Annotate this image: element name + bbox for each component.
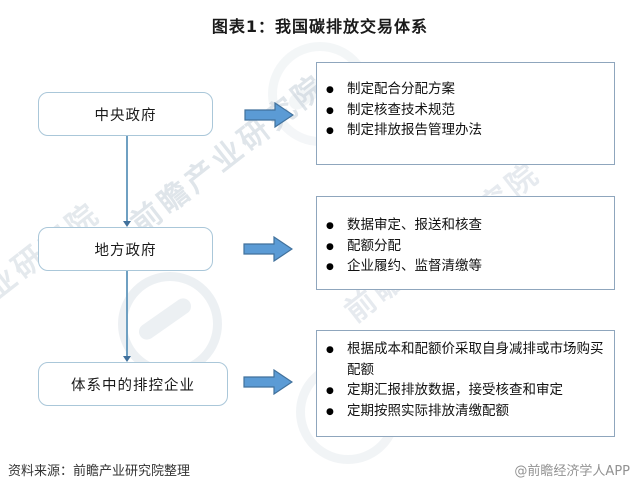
down-connector-line — [126, 271, 128, 357]
credit-note: @前瞻经济学人APP — [514, 464, 630, 479]
list-item: 制定排放报告管理办法 — [317, 120, 604, 141]
node-label: 中央政府 — [94, 107, 157, 124]
arrow-outline — [244, 102, 294, 128]
node-label: 地方政府 — [94, 242, 157, 259]
down-connector-line — [126, 136, 128, 222]
right-block-arrow-icon — [243, 369, 293, 395]
list-item: 定期按照实际排放清缴配额 — [317, 401, 606, 421]
down-arrowhead-icon — [122, 356, 131, 362]
enterprise-duties-box: 根据成本和配额价采取自身减排或市场购买配额 定期汇报排放数据，接受核查和审定 定… — [316, 330, 615, 437]
list-item: 根据成本和配额价采取自身减排或市场购买配额 — [317, 339, 606, 380]
node-regulated-enterprises: 体系中的排控企业 — [38, 362, 228, 406]
arrow-shape — [245, 103, 293, 127]
list-item: 企业履约、监督清缴等 — [317, 256, 604, 277]
duties-list: 根据成本和配额价采取自身减排或市场购买配额 定期汇报排放数据，接受核查和审定 定… — [317, 331, 614, 421]
node-central-government: 中央政府 — [38, 92, 213, 136]
source-note: 资料来源：前瞻产业研究院整理 — [8, 464, 191, 479]
watermark-globe-icon — [118, 272, 222, 376]
chart-title: 图表1：我国碳排放交易体系 — [211, 17, 429, 36]
list-item: 配额分配 — [317, 236, 604, 256]
watermark-text: 前瞻产业研究院 — [0, 195, 108, 370]
list-item: 定期汇报排放数据，接受核查和审定 — [317, 380, 606, 401]
down-arrowhead-icon — [122, 221, 131, 227]
local-government-duties-box: 数据审定、报送和核查 配额分配 企业履约、监督清缴等 — [316, 196, 615, 290]
arrow-shape — [244, 370, 292, 394]
arrow-shape — [244, 237, 292, 261]
duties-list: 制定配合分配方案 制定核查技术规范 制定排放报告管理办法 — [317, 63, 614, 141]
list-item: 制定核查技术规范 — [317, 100, 604, 120]
right-block-arrow-icon — [244, 102, 294, 128]
central-government-duties-box: 制定配合分配方案 制定核查技术规范 制定排放报告管理办法 — [316, 62, 615, 165]
list-item: 数据审定、报送和核查 — [317, 215, 604, 236]
right-block-arrow-icon — [243, 236, 293, 262]
watermark-text: 前瞻产业研究院 — [124, 67, 334, 242]
arrow-outline — [243, 236, 293, 262]
duties-list: 数据审定、报送和核查 配额分配 企业履约、监督清缴等 — [317, 197, 614, 277]
arrow-outline — [243, 369, 293, 395]
node-local-government: 地方政府 — [38, 227, 213, 271]
node-label: 体系中的排控企业 — [71, 377, 195, 394]
list-item: 制定配合分配方案 — [317, 79, 604, 100]
